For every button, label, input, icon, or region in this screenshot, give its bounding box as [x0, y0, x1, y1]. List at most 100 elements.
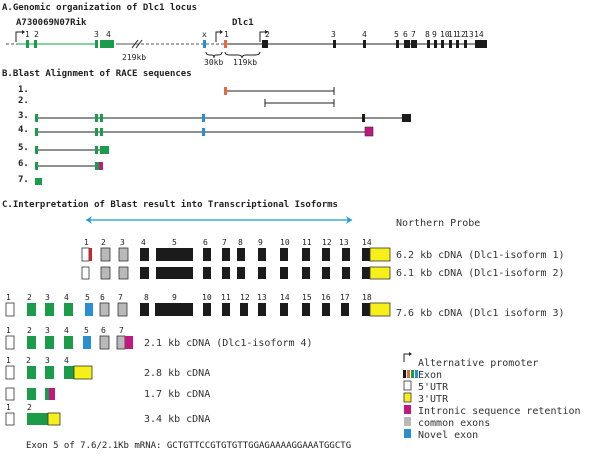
- race-label: 6.: [18, 159, 29, 169]
- exon-number: 2: [265, 30, 270, 39]
- exon-number: 2: [26, 356, 31, 365]
- exon-box: [34, 40, 37, 48]
- exon-box: [47, 412, 61, 426]
- promoter-arrowhead: [22, 30, 25, 34]
- exon-number: 11: [448, 30, 458, 39]
- section-c-title: C.Interpretation of Blast result into Tr…: [2, 199, 338, 210]
- exon-box: [116, 335, 126, 350]
- exon-number: 1: [224, 30, 229, 39]
- distance-label: 119kb: [233, 58, 257, 67]
- exon-number: 14: [474, 30, 484, 39]
- exon-box: [118, 266, 129, 280]
- exon-box: [45, 388, 49, 400]
- intronic-swatch: [404, 405, 411, 414]
- exon-box: [427, 40, 430, 48]
- exon-box: [222, 248, 230, 261]
- exon-box: [27, 303, 36, 316]
- exon-box: [280, 303, 288, 316]
- exon-number: 3: [45, 293, 50, 302]
- exon-box: [322, 248, 330, 261]
- exon-box: [341, 303, 349, 316]
- exon-box: [100, 40, 114, 48]
- exon-number: 6: [203, 238, 208, 247]
- exon-number: 3: [45, 326, 50, 335]
- legend-intronic: Intronic sequence retention: [418, 406, 581, 417]
- exon-number: x: [202, 30, 207, 39]
- exon-number: 14: [280, 293, 290, 302]
- exon-number: 4: [141, 238, 146, 247]
- exon-box: [81, 266, 90, 280]
- exon-box: [404, 40, 410, 48]
- exon-box: [27, 413, 48, 425]
- exon-number: 16: [321, 293, 331, 302]
- exon-number: 4: [64, 326, 69, 335]
- exon-swatch-orange: [407, 370, 410, 378]
- legend-common: common exons: [418, 418, 490, 429]
- exon-box: [237, 267, 245, 279]
- isoform-1-label: 6.2 kb cDNA (Dlc1-isoform 1): [396, 250, 565, 261]
- exon-number: 5: [394, 30, 399, 39]
- cdna-1-7kb-row: [5, 387, 55, 401]
- exon-box: [369, 302, 391, 317]
- exon-number: 14: [362, 238, 372, 247]
- exon-box: [280, 267, 288, 279]
- exon-box: [125, 336, 133, 349]
- isoform-3-label: 7.6 kb cDNA (Dlc1 isoform 3): [396, 308, 565, 319]
- gene-label-rik: A730069N07Rik: [16, 17, 87, 28]
- exon-swatch-green: [411, 370, 414, 378]
- exon-box: [258, 248, 266, 261]
- exon-box: [27, 366, 36, 379]
- exon-box: [5, 335, 15, 350]
- exon-box: [95, 40, 98, 48]
- race-row-6: 6.: [18, 159, 103, 170]
- exon-number: 10: [440, 30, 450, 39]
- exon-box: [118, 247, 129, 262]
- exon-number: 11: [221, 293, 231, 302]
- exon-swatch-black: [403, 370, 406, 378]
- exon-number: 15: [302, 293, 312, 302]
- exon-box: [434, 40, 437, 48]
- exon-number: 3: [45, 356, 50, 365]
- legend: Alternative promoter Exon 5'UTR 3'UTR In…: [403, 352, 581, 441]
- break-mark: [135, 39, 143, 49]
- exon-1-orange: [224, 40, 227, 48]
- exon-box: [99, 335, 110, 350]
- exon-number: 3: [331, 30, 336, 39]
- exon-box: [342, 248, 350, 261]
- exon-number: 2: [27, 293, 32, 302]
- utr5-swatch: [403, 380, 412, 391]
- exon-box: [322, 303, 330, 316]
- section-a-title: A.Genomic organization of Dlc1 locus: [2, 2, 197, 13]
- exon-box: [322, 267, 330, 279]
- exon-number: 7: [118, 293, 123, 302]
- exon-box: [240, 303, 248, 316]
- legend-alt-promoter: Alternative promoter: [418, 358, 538, 369]
- exon-box: [203, 267, 211, 279]
- exon-number: 7: [222, 238, 227, 247]
- exon-number: 12: [456, 30, 466, 39]
- exon-swatch-blue: [415, 370, 418, 378]
- exon-box: [73, 365, 93, 380]
- isoform-4-label: 2.1 kb cDNA (Dlc1-isoform 4): [144, 338, 313, 349]
- exon-box: [100, 266, 111, 280]
- exon-number: 13: [339, 238, 349, 247]
- cdna-2-8kb-label: 2.8 kb cDNA: [144, 368, 210, 379]
- distance-label: 219kb: [122, 53, 146, 62]
- exon-box: [83, 336, 91, 349]
- exon-box: [369, 266, 391, 280]
- exon-number: 13: [257, 293, 267, 302]
- exon-number: 6: [403, 30, 408, 39]
- exon-number: 1: [6, 293, 11, 302]
- race-row-1: 1.: [18, 85, 335, 95]
- exon-box: [362, 267, 370, 279]
- exon-box: [475, 40, 487, 48]
- exon-number: 2: [101, 238, 106, 247]
- exon-box: [456, 40, 459, 48]
- exon-number: 4: [106, 30, 111, 39]
- distance-brace: [224, 51, 261, 59]
- exon-box: [99, 302, 110, 317]
